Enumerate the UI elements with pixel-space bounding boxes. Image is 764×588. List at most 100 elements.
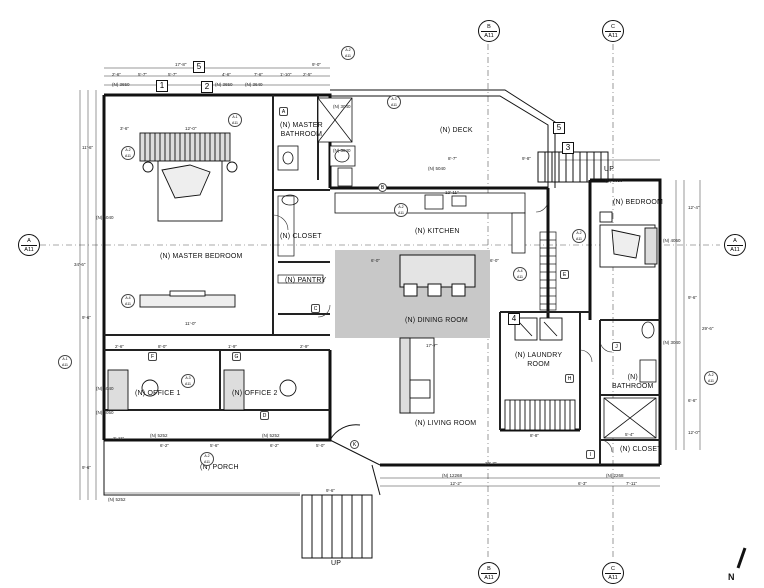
- window-tag: (N) 2268: [606, 473, 624, 478]
- dim-bottom-row: 6'-2": [270, 443, 279, 448]
- door-mark: H: [565, 374, 574, 383]
- dim-right-side: 9'-6": [688, 295, 697, 300]
- room-porch: (N) PORCH: [200, 464, 239, 471]
- room-kitchen: (N) KITCHEN: [415, 228, 460, 235]
- dim-top-total: 17'-8": [175, 62, 187, 67]
- door-mark: B: [378, 183, 387, 192]
- window-tag: (N) 4050: [663, 238, 681, 243]
- window-tag: (N) 5252: [262, 433, 280, 438]
- north-arrow: [736, 547, 747, 569]
- kitchen-island: [399, 254, 476, 297]
- dim-office-top: 2'-6": [115, 344, 124, 349]
- dim-kitchen-island-l: 6'-0": [371, 258, 380, 263]
- dim-porch-total: 22'-7": [485, 461, 497, 466]
- door-mark: C: [311, 304, 320, 313]
- dim-bottom-row: 6'-2": [160, 443, 169, 448]
- dim-porch-far: 7'-11": [626, 481, 638, 486]
- room-laundry: (N) LAUNDRY ROOM: [515, 352, 563, 368]
- dim-top-row: 2'-6": [112, 72, 121, 77]
- room-closet: (N) CLOSET: [620, 446, 662, 453]
- dim-right-side: 6'-6": [688, 398, 697, 403]
- dim-office-top: 8'-0": [158, 344, 167, 349]
- dim-left-side: 34'-6": [74, 262, 86, 267]
- dim-dining: 17'-7": [426, 343, 438, 348]
- door-mark: J: [612, 342, 621, 351]
- dim-kitchen-island-r: 6'-0": [490, 258, 499, 263]
- laundry-fixtures: [504, 317, 576, 431]
- window-tag: (N) 3650: [112, 82, 130, 87]
- master-bath-fixtures: [277, 97, 356, 206]
- window-tag: (N) 5252: [108, 497, 126, 502]
- dim-porch-right: 6'-3": [578, 481, 587, 486]
- dim-closet-width: 5'-4": [625, 432, 634, 437]
- window-tag: (N) 5040: [428, 166, 446, 171]
- office-furniture: [107, 369, 297, 411]
- room-closet-master: (N) CLOSET: [280, 233, 322, 240]
- dim-left-side: 9'-6": [82, 465, 91, 470]
- bath-right-fixtures: [603, 321, 657, 439]
- door-swings: [272, 199, 613, 453]
- box-label: 1: [156, 80, 168, 92]
- room-dining-room: (N) DINING ROOM: [405, 317, 468, 324]
- window-tag: (N) 3040: [663, 340, 681, 345]
- room-living-room: (N) LIVING ROOM: [415, 420, 477, 427]
- deck-up-label: UP: [604, 166, 615, 173]
- room-office-2: (N) OFFICE 2: [232, 390, 278, 397]
- dim-stair-width: 9'-6": [326, 488, 335, 493]
- dim-top-row: 2'-5": [303, 72, 312, 77]
- door-mark: K: [350, 440, 359, 449]
- box-label: 2: [201, 81, 213, 93]
- dim-porch-bottom: 12'-2": [450, 481, 462, 486]
- box-label: 3: [562, 142, 574, 154]
- grid-lines: [40, 44, 720, 560]
- window-tag: (N) 5252: [150, 433, 168, 438]
- dim-top-row: 1'-10": [280, 72, 292, 77]
- stair-up-label: UP: [331, 560, 342, 567]
- window-tag: (N) 6050: [605, 178, 623, 183]
- porch-stair: [103, 424, 381, 559]
- room-bedroom: (N) BEDROOM: [613, 199, 664, 206]
- door-mark: I: [586, 450, 595, 459]
- dim-top-right: 9'-0": [312, 62, 321, 67]
- master-bed: [139, 132, 238, 308]
- dim-bed-mid: 11'-0": [185, 321, 197, 326]
- room-bathroom: (N) BATHROOM: [612, 374, 654, 390]
- room-master-bedroom: (N) MASTER BEDROOM: [160, 253, 243, 260]
- door-mark: A: [279, 107, 288, 116]
- dim-right-side: 12'-4": [688, 205, 700, 210]
- door-mark: F: [148, 352, 157, 361]
- dim-bottom-row: 2'-11": [113, 436, 125, 441]
- kitchen-counter: [334, 192, 526, 254]
- door-mark: G: [232, 352, 241, 361]
- door-mark: D: [260, 411, 269, 420]
- window-tag: (N) 12268: [442, 473, 463, 478]
- dim-right-side: 29'-6": [702, 326, 714, 331]
- dim-bottom-row: 5'-6": [210, 443, 219, 448]
- dim-deck-right: 9'-8": [522, 156, 531, 161]
- dim-top-row: 5'-7": [138, 72, 147, 77]
- dim-top-row: 7'-6": [254, 72, 263, 77]
- window-tag: (N) 3640: [245, 82, 263, 87]
- living-sofa: [399, 337, 435, 414]
- room-pantry: (N) PANTRY: [285, 277, 327, 284]
- room-deck: (N) DECK: [440, 127, 473, 134]
- room-office-1: (N) OFFICE 1: [135, 390, 181, 397]
- window-tag: (N) 5040: [96, 386, 114, 391]
- dim-top-row: 5'-7": [168, 72, 177, 77]
- deck-outline: [330, 89, 609, 188]
- window-tag: (N) 3040: [333, 104, 351, 109]
- dim-left-side: 9'-6": [82, 315, 91, 320]
